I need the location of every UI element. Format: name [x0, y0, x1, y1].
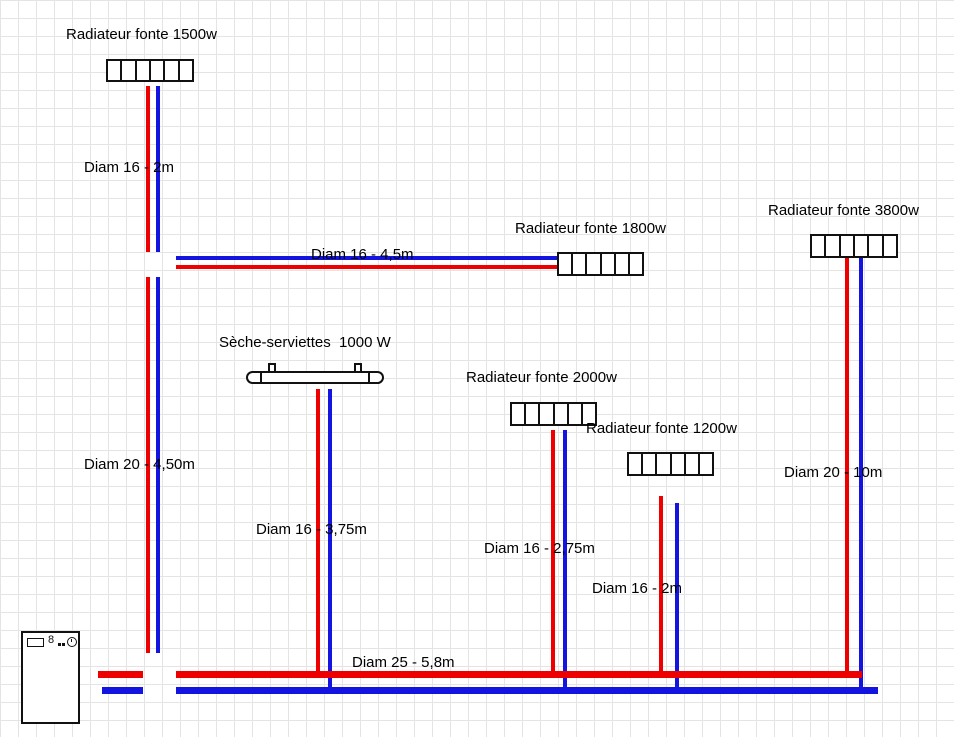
radiator-cell	[602, 254, 616, 274]
pipe-return-towel	[328, 389, 332, 687]
pipe-supply-branch-1800	[176, 265, 557, 269]
radiator-cell	[616, 254, 630, 274]
pipe-return-rad2000	[563, 430, 567, 687]
label-radiateur-1500: Radiateur fonte 1500w	[66, 26, 217, 43]
radiator-cell	[643, 454, 658, 474]
label-diam16-275m: Diam 16 - 2,75m	[484, 540, 595, 557]
radiator-symbol-1500w	[106, 59, 194, 82]
label-diam16-375m: Diam 16 - 3,75m	[256, 521, 367, 538]
radiator-cell	[122, 61, 137, 80]
radiator-symbol-1200w	[627, 452, 714, 476]
radiator-cell	[569, 404, 583, 424]
pipe-return-main-left-stub	[102, 687, 143, 694]
pipe-supply-main-left-stub	[98, 671, 143, 678]
label-diam25-58m: Diam 25 - 5,8m	[352, 654, 455, 671]
radiator-cell	[630, 254, 642, 274]
radiator-cell	[884, 236, 896, 256]
radiator-cell	[657, 454, 672, 474]
boiler-display-value: 8	[48, 634, 55, 646]
radiator-cell	[869, 236, 884, 256]
boiler-clock-icon	[67, 637, 77, 647]
pipe-supply-riser-left-lower	[146, 277, 150, 653]
radiator-cell	[573, 254, 588, 274]
radiator-cell	[672, 454, 686, 474]
radiator-cell	[180, 61, 192, 80]
label-diam20-10m: Diam 20 - 10m	[784, 464, 883, 481]
pipe-supply-rad1200	[659, 496, 663, 671]
radiator-cell	[855, 236, 870, 256]
label-diam20-450m: Diam 20 - 4,50m	[84, 456, 195, 473]
radiator-cell	[826, 236, 841, 256]
label-seche-serviettes: Sèche-serviettes 1000 W	[219, 334, 391, 351]
pipe-return-main	[176, 687, 878, 694]
towel-dryer-endcap	[368, 371, 370, 384]
pipe-supply-main	[176, 671, 862, 678]
radiator-cell	[559, 254, 574, 274]
pipe-supply-riser-left-upper	[146, 86, 150, 252]
label-radiateur-1800: Radiateur fonte 1800w	[515, 220, 666, 237]
label-diam16-2m-right: Diam 16 - 2m	[592, 580, 683, 597]
label-diam16-2m-left: Diam 16 - 2m	[84, 159, 175, 176]
pipe-return-riser-left-upper	[156, 86, 160, 252]
towel-dryer-endcap	[260, 371, 262, 384]
towel-dryer-symbol	[246, 362, 384, 384]
towel-dryer-bracket	[268, 363, 276, 373]
towel-dryer-bar	[246, 371, 384, 384]
pipe-supply-towel	[316, 389, 320, 671]
boiler-symbol: 8	[21, 631, 80, 724]
label-radiateur-2000: Radiateur fonte 2000w	[466, 369, 617, 386]
pipe-supply-rad3800	[845, 258, 849, 678]
radiator-cell	[108, 61, 123, 80]
radiator-symbol-2000w	[510, 402, 597, 426]
radiator-cell	[812, 236, 827, 256]
towel-dryer-bracket	[354, 363, 362, 373]
radiator-cell	[151, 61, 166, 80]
pipe-return-rad1200	[675, 503, 679, 687]
radiator-cell	[686, 454, 700, 474]
pipe-return-riser-left-lower	[156, 277, 160, 653]
boiler-display	[27, 638, 44, 647]
boiler-indicator-dot	[58, 643, 61, 646]
radiator-cell	[137, 61, 151, 80]
radiator-cell	[526, 404, 541, 424]
radiator-cell	[587, 254, 602, 274]
radiator-cell	[165, 61, 180, 80]
label-diam16-45m: Diam 16 - 4,5m	[311, 246, 414, 263]
radiator-cell	[629, 454, 644, 474]
radiator-cell	[555, 404, 569, 424]
radiator-cell	[700, 454, 712, 474]
pipe-supply-rad2000	[551, 430, 555, 671]
radiator-cell	[540, 404, 555, 424]
radiator-cell	[512, 404, 527, 424]
pipe-return-rad3800	[859, 258, 863, 692]
radiator-symbol-1800w	[557, 252, 644, 276]
radiator-symbol-3800w	[810, 234, 898, 258]
radiator-cell	[841, 236, 855, 256]
label-radiateur-1200: Radiateur fonte 1200w	[586, 420, 737, 437]
label-radiateur-3800: Radiateur fonte 3800w	[768, 202, 919, 219]
boiler-indicator-dot	[62, 643, 65, 646]
pipe-return-branch-1800	[176, 256, 557, 260]
